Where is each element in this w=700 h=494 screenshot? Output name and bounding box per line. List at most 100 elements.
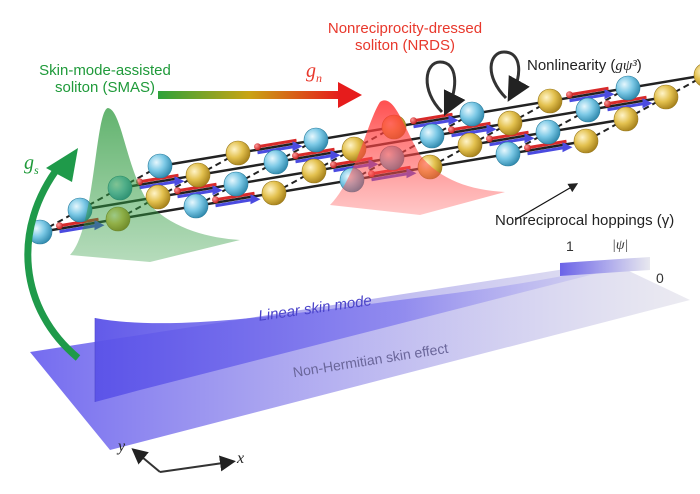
rung-bond bbox=[429, 144, 471, 168]
hopping-node bbox=[330, 161, 337, 169]
gn-label: gn bbox=[306, 60, 322, 85]
lattice-site-blue bbox=[183, 193, 209, 219]
lattice-site-gold bbox=[457, 132, 483, 158]
gs-label: gs bbox=[24, 152, 39, 177]
forward-hopping-arrowhead bbox=[604, 89, 615, 100]
lattice-site-blue bbox=[223, 171, 249, 197]
smas-soliton-peak bbox=[70, 108, 240, 262]
lattice-site-gold bbox=[497, 110, 523, 136]
hopping-node bbox=[566, 91, 573, 99]
smas-label-line1: Skin-mode-assisted bbox=[39, 62, 171, 79]
lattice-site-gold bbox=[301, 158, 327, 184]
rung-bond bbox=[431, 113, 473, 137]
forward-hopping-arrowhead bbox=[330, 150, 341, 161]
forward-hopping-arrowhead bbox=[212, 185, 223, 196]
lattice-site-blue bbox=[495, 141, 521, 167]
lattice-site-gold bbox=[145, 184, 171, 210]
lattice-site-gold bbox=[693, 64, 700, 86]
forward-hopping-arrowhead bbox=[250, 194, 261, 205]
hopping-node bbox=[212, 196, 219, 204]
hopping-node bbox=[174, 187, 181, 195]
rung-bond bbox=[587, 87, 629, 111]
backward-hopping bbox=[607, 95, 647, 106]
forward-hopping bbox=[451, 127, 491, 138]
forward-hopping-arrowhead bbox=[174, 176, 185, 187]
hopping-node bbox=[524, 144, 531, 152]
forward-hopping-arrowhead bbox=[448, 115, 459, 126]
forward-hopping bbox=[413, 118, 453, 129]
backward-hopping bbox=[215, 191, 255, 202]
lattice-site-gold bbox=[613, 106, 639, 132]
rung-bond bbox=[39, 209, 81, 233]
axis-x-label: x bbox=[237, 450, 245, 467]
rung-bond bbox=[313, 148, 355, 172]
backward-hopping bbox=[177, 182, 217, 193]
backward-hopping bbox=[569, 86, 609, 97]
gn-arrow bbox=[158, 82, 362, 108]
nonlinearity-label: Nonlinearity (gψ³) bbox=[527, 57, 642, 74]
rung-bond bbox=[195, 183, 237, 207]
hopping-node bbox=[56, 222, 63, 230]
nrds-label-line1: Nonreciprocity-dressed bbox=[327, 20, 483, 37]
lattice-site-gold bbox=[537, 88, 563, 114]
rung-bond bbox=[235, 161, 277, 185]
rung-bond bbox=[547, 109, 589, 133]
axis-y-label: y bbox=[118, 438, 126, 455]
colorbar-min: 0 bbox=[656, 270, 664, 286]
rung-bond bbox=[509, 100, 551, 124]
hopping-node bbox=[410, 117, 417, 125]
lattice-site-blue bbox=[535, 119, 561, 145]
smas-label-line2: soliton (SMAS) bbox=[54, 79, 156, 97]
nrds-label: Nonreciprocity-dressed soliton (NRDS) bbox=[315, 20, 495, 55]
hopping-node bbox=[604, 100, 611, 108]
lattice-site-blue bbox=[575, 97, 601, 123]
hopping-node bbox=[292, 152, 299, 160]
backward-hopping bbox=[139, 173, 179, 184]
lattice-site-blue bbox=[147, 153, 173, 179]
rung-bond bbox=[275, 139, 317, 163]
forward-hopping bbox=[139, 179, 179, 190]
forward-hopping-arrowhead bbox=[642, 98, 653, 109]
nrds-label-line2: soliton (NRDS) bbox=[354, 37, 456, 55]
rung-bond bbox=[273, 170, 315, 194]
lattice-site-gold bbox=[185, 162, 211, 188]
rung-bond bbox=[665, 77, 700, 98]
forward-hopping bbox=[295, 153, 335, 164]
forward-hopping bbox=[527, 145, 567, 156]
backward-hopping bbox=[295, 147, 335, 158]
colorbar-quantity: |ψ| bbox=[612, 238, 629, 253]
rung-bond bbox=[585, 118, 627, 142]
lattice-site-blue bbox=[419, 123, 445, 149]
backward-hopping bbox=[489, 130, 529, 141]
nonlinearity-loops bbox=[425, 50, 530, 117]
hoppings-label: Nonreciprocal hoppings (γ) bbox=[495, 212, 675, 229]
skin-effect-plane bbox=[30, 262, 690, 450]
lattice-site-gold bbox=[225, 140, 251, 166]
lattice-site-gold bbox=[653, 84, 679, 110]
forward-hopping bbox=[489, 136, 529, 147]
backward-hopping bbox=[451, 121, 491, 132]
forward-hopping bbox=[607, 101, 647, 112]
axes-indicator bbox=[131, 448, 236, 473]
forward-hopping bbox=[257, 144, 297, 155]
forward-hopping-arrowhead bbox=[292, 141, 303, 152]
hopping-node bbox=[448, 126, 455, 134]
lattice-site-blue bbox=[263, 149, 289, 175]
rung-bond bbox=[197, 152, 239, 176]
lattice-site-blue bbox=[615, 75, 641, 101]
chain-bond bbox=[159, 74, 700, 168]
lattice-site-blue bbox=[459, 101, 485, 127]
rung-bond bbox=[625, 96, 667, 120]
rung-bond bbox=[469, 122, 511, 146]
colorbar-max: 1 bbox=[566, 238, 574, 254]
forward-hopping bbox=[215, 197, 255, 208]
hoppings-pointer bbox=[514, 183, 579, 221]
forward-hopping-arrowhead bbox=[486, 124, 497, 135]
backward-hopping bbox=[257, 138, 297, 149]
rung-bond bbox=[157, 174, 199, 198]
rung-bond bbox=[119, 165, 161, 189]
colorbar bbox=[560, 257, 650, 276]
rung-bond bbox=[507, 131, 549, 155]
hopping-node bbox=[486, 135, 493, 143]
